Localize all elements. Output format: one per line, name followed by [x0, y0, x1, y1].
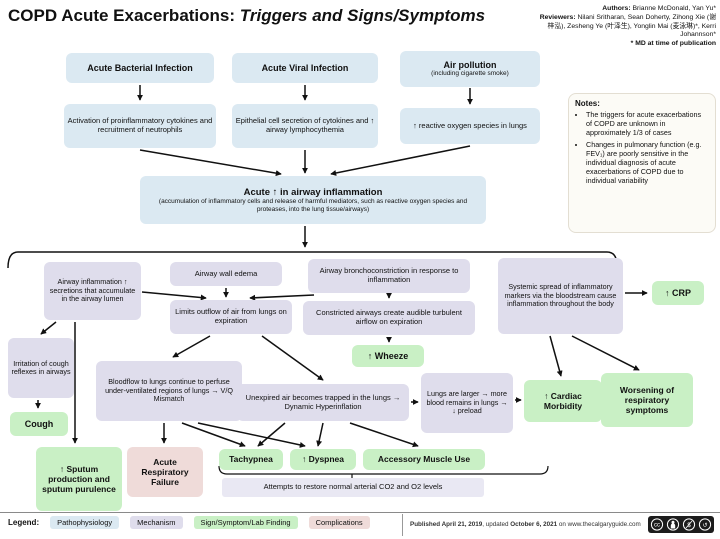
legend-item-sign-symptom: Sign/Symptom/Lab Finding: [193, 516, 298, 529]
node-air-pollution: Air pollution (including cigarette smoke…: [400, 51, 540, 87]
node-label: Acute Respiratory Failure: [141, 456, 189, 487]
legend-divider-line: [0, 512, 720, 513]
node-label: ↑ Wheeze: [367, 350, 409, 361]
non-commercial-icon: [682, 518, 696, 531]
node-label: Accessory Muscle Use: [377, 454, 471, 465]
node-label: ↑ Cardiac Morbidity: [543, 390, 583, 411]
node-acute-viral-infection: Acute Viral Infection: [232, 53, 378, 83]
node-bronchoconstriction: Airway bronchoconstriction in response t…: [308, 259, 470, 293]
node-dyspnea: ↑ Dyspnea: [290, 449, 356, 470]
published-label: Published: [410, 521, 442, 528]
node-label: Acute ↑ in airway inflammation: [243, 186, 383, 198]
title-subtitle: Triggers and Signs/Symptoms: [239, 6, 486, 25]
node-airway-secretions: Airway inflammation ↑ secretions that ac…: [44, 262, 141, 320]
node-proinflammatory-cytokines: Activation of proinflammatory cytokines …: [64, 104, 216, 148]
node-crp: ↑ CRP: [652, 281, 704, 305]
node-lungs-larger-preload: Lungs are larger → more blood remains in…: [421, 373, 513, 433]
authors-label: Authors:: [602, 5, 633, 12]
authors-names: Brianne McDonald, Yan Yu*: [632, 5, 716, 12]
node-cough: Cough: [10, 412, 68, 436]
node-label: Air pollution: [443, 59, 497, 70]
legend: Legend: Pathophysiology Mechanism Sign/S…: [8, 516, 370, 529]
node-label: ↑ Dyspnea: [301, 454, 345, 465]
node-label: ↑ reactive oxygen species in lungs: [413, 120, 527, 130]
node-label: Activation of proinflammatory cytokines …: [67, 116, 213, 134]
node-label: ↑ Sputum production and sputum purulence: [42, 463, 116, 494]
note-item: The triggers for acute exacerbations of …: [586, 110, 709, 137]
node-airway-wall-edema: Airway wall edema: [170, 262, 282, 286]
title-text: COPD Acute Exacerbations:: [8, 6, 240, 25]
node-label: Airway inflammation ↑ secretions that ac…: [49, 277, 136, 304]
node-epithelial-secretion: Epithelial cell secretion of cytokines a…: [232, 104, 378, 148]
node-label: Systemic spread of inflammatory markers …: [504, 282, 617, 309]
node-label: Epithelial cell secretion of cytokines a…: [235, 116, 375, 134]
svg-text:↺: ↺: [702, 522, 707, 529]
updated-date: October 6, 2021: [510, 521, 558, 528]
node-label: Acute Bacterial Infection: [87, 62, 193, 73]
node-label: Acute Viral Infection: [261, 62, 349, 73]
svg-text:$: $: [687, 523, 691, 529]
node-label: Airway bronchoconstriction in response t…: [319, 266, 459, 284]
node-accessory-muscle-use: Accessory Muscle Use: [363, 449, 485, 470]
svg-text:cc: cc: [654, 523, 660, 529]
node-label: Constricted airways create audible turbu…: [316, 308, 462, 326]
node-label: Cough: [24, 418, 54, 429]
credits-block: Authors: Brianne McDonald, Yan Yu* Revie…: [534, 5, 716, 49]
md-footnote: * MD at time of publication: [630, 40, 716, 48]
node-restore-co2-o2: Attempts to restore normal arterial CO2 …: [222, 478, 484, 497]
node-acute-airway-inflammation: Acute ↑ in airway inflammation (accumula…: [140, 176, 486, 224]
node-label: Tachypnea: [229, 454, 273, 465]
legend-label: Legend:: [8, 518, 40, 527]
node-acute-bacterial-infection: Acute Bacterial Infection: [66, 53, 214, 83]
node-vq-mismatch: Bloodflow to lungs continue to perfuse u…: [96, 361, 242, 421]
node-label: Attempts to restore normal arterial CO2 …: [263, 482, 443, 492]
node-worsening-respiratory-symptoms: Worsening of respiratory symptoms: [601, 373, 693, 427]
node-label: ↑ CRP: [664, 287, 691, 298]
node-label: Unexpired air becomes trapped in the lun…: [245, 392, 401, 411]
node-reactive-oxygen-species: ↑ reactive oxygen species in lungs: [400, 108, 540, 144]
node-label: Irritation of cough reflexes in airways: [11, 358, 71, 376]
page-title: COPD Acute Exacerbations: Triggers and S…: [8, 6, 485, 26]
creative-commons-badge: cc $ ↺: [648, 516, 714, 538]
node-tachypnea: Tachypnea: [219, 449, 283, 470]
publication-info: Published April 21, 2019, updated Octobe…: [410, 521, 641, 528]
node-label: Limits outflow of air from lungs on expi…: [175, 307, 287, 325]
cc-icon: [650, 518, 664, 531]
legend-item-mechanism: Mechanism: [130, 516, 183, 529]
notes-box: Notes: The triggers for acute exacerbati…: [568, 93, 716, 233]
note-item: Changes in pulmonary function (e.g. FEV₁…: [586, 140, 709, 185]
reviewers-names: Nilani Sritharan, Sean Doherty, Zihong X…: [547, 13, 716, 39]
node-systemic-spread: Systemic spread of inflammatory markers …: [498, 258, 623, 334]
node-label: Airway wall edema: [194, 268, 258, 278]
legend-item-pathophysiology: Pathophysiology: [50, 516, 120, 529]
attribution-icon: [666, 518, 680, 531]
site-url: on www.thecalgaryguide.com: [557, 521, 641, 528]
node-label: Worsening of respiratory symptoms: [619, 384, 675, 415]
node-label: Lungs are larger → more blood remains in…: [426, 389, 508, 416]
published-date: April 21, 2019: [441, 521, 483, 528]
node-acute-respiratory-failure: Acute Respiratory Failure: [127, 447, 203, 497]
node-sputum-production: ↑ Sputum production and sputum purulence: [36, 447, 122, 511]
node-sublabel: (accumulation of inflammatory cells and …: [158, 197, 468, 213]
node-constricted-airways: Constricted airways create audible turbu…: [303, 301, 475, 335]
notes-title: Notes:: [575, 99, 600, 108]
reviewers-label: Reviewers:: [539, 13, 578, 21]
updated-label: , updated: [482, 521, 511, 528]
node-cardiac-morbidity: ↑ Cardiac Morbidity: [524, 380, 602, 422]
node-sublabel: (including cigarette smoke): [431, 70, 509, 78]
node-limits-outflow: Limits outflow of air from lungs on expi…: [170, 300, 292, 334]
node-label: Bloodflow to lungs continue to perfuse u…: [105, 377, 233, 404]
share-alike-icon: [698, 518, 712, 531]
node-cough-reflex-irritation: Irritation of cough reflexes in airways: [8, 338, 74, 398]
legend-item-complications: Complications: [308, 516, 370, 529]
node-wheeze: ↑ Wheeze: [352, 345, 424, 367]
footer-vertical-divider: [402, 514, 403, 536]
node-dynamic-hyperinflation: Unexpired air becomes trapped in the lun…: [237, 384, 409, 421]
